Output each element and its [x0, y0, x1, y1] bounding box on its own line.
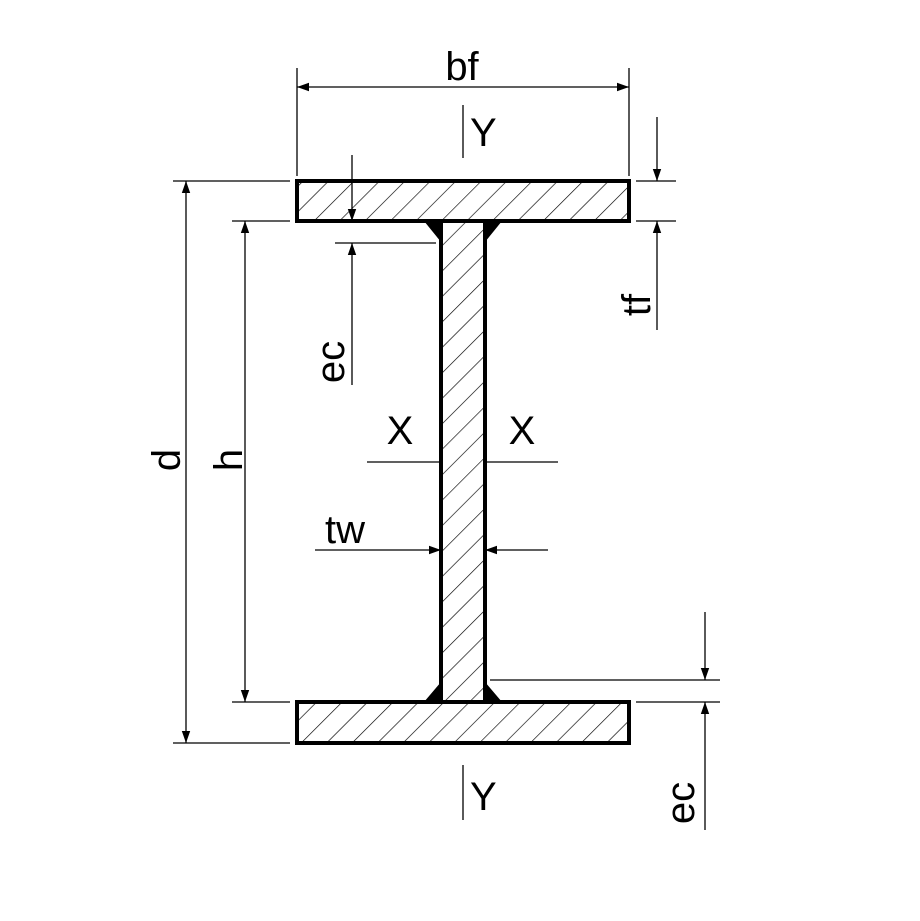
dimension-tf: tf: [615, 117, 676, 330]
label-h: h: [207, 449, 251, 471]
axis-y: Y Y: [462, 105, 497, 820]
label-tf: tf: [615, 293, 659, 316]
label-ec-bottom: ec: [659, 782, 703, 824]
label-d: d: [145, 449, 189, 471]
label-x-right: X: [509, 409, 536, 453]
weld-top-right: [485, 221, 502, 242]
weld-top-left: [424, 221, 441, 242]
dimension-d: d: [145, 180, 290, 744]
dimension-bf: bf: [296, 45, 630, 176]
dimension-ec-top: ec: [309, 155, 436, 385]
beam-section: [295, 179, 631, 745]
axis-x: X X: [367, 409, 558, 463]
top-flange: [295, 179, 631, 223]
weld-bottom-left: [424, 682, 441, 702]
label-x-left: X: [387, 409, 414, 453]
label-ec-top: ec: [309, 341, 353, 383]
dimension-tw: tw: [315, 508, 548, 555]
label-tw: tw: [325, 508, 365, 552]
label-y-top: Y: [470, 111, 497, 155]
label-bf: bf: [445, 45, 479, 89]
web: [439, 219, 487, 704]
bottom-flange: [295, 700, 631, 745]
weld-bottom-right: [485, 682, 502, 702]
label-y-bottom: Y: [470, 775, 497, 819]
dimension-ec-bottom: ec: [490, 612, 720, 830]
dimension-h: h: [207, 220, 290, 703]
